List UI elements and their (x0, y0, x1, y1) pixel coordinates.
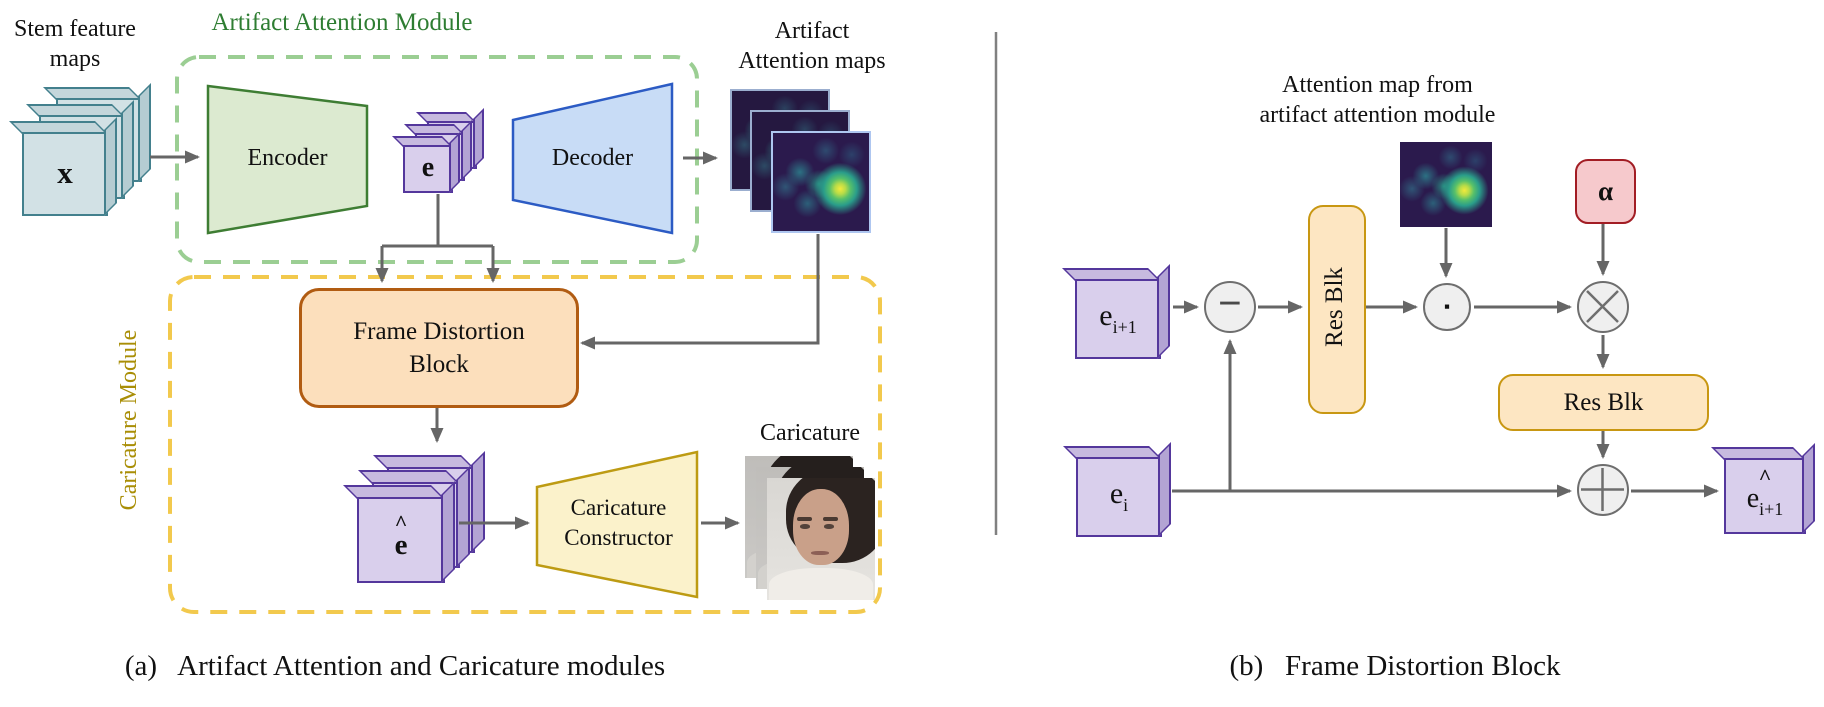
elementwise-product-operator: ▪ (1423, 283, 1471, 331)
e-next-label: ei+1 (1099, 298, 1137, 337)
embedding-symbol: e (421, 152, 435, 183)
frame-distortion-block: Frame Distortion Block (299, 288, 579, 408)
e-next-box (1075, 277, 1161, 359)
e-output-label: ^ei+1 (1746, 463, 1784, 519)
attention-note-label: Attention map from artifact attention mo… (1259, 72, 1496, 128)
encoder-label: Encoder (247, 144, 328, 171)
caricature-face-image (767, 478, 875, 600)
caricature-module-title: Caricature Module (115, 329, 142, 511)
feature-map-layer (403, 143, 453, 193)
caricature-constructor-label: Caricature Constructor (564, 495, 673, 550)
res-blk-vertical-label: Res Blk (1321, 267, 1348, 347)
decoder-shape (511, 82, 674, 235)
embedding-hat-symbol: ^e (394, 509, 408, 561)
e-current-label: ei (1109, 476, 1129, 515)
attention-map-layer (771, 131, 871, 233)
res-blk-vertical (1308, 205, 1366, 414)
encoder-shape (206, 84, 369, 235)
caricature-module-box (168, 275, 882, 614)
elementwise-product-icon: ▪ (1443, 297, 1451, 316)
arrow-maps-to-fdb (580, 234, 820, 350)
caption-panel-a: (a) Artifact Attention and Caricature mo… (124, 650, 666, 682)
attention-map-thumbnail (1400, 142, 1492, 227)
feature-map-layer (357, 495, 445, 583)
add-operator (1577, 464, 1629, 516)
e-current-box (1076, 455, 1162, 537)
caricature-constructor-shape (535, 450, 699, 599)
feature-map-layer (22, 130, 108, 216)
alpha-parameter-box: α (1575, 159, 1636, 224)
artifact-attention-module-title: Artifact Attention Module (211, 9, 473, 36)
line-embedding-split (382, 194, 493, 248)
add-icon (1581, 468, 1624, 511)
res-blk-horizontal: Res Blk (1498, 374, 1709, 431)
caricature-label: Caricature (760, 420, 860, 446)
multiply-operator (1577, 281, 1629, 333)
artifact-attention-maps-label: Artifact Attention maps (738, 18, 886, 74)
decoder-label: Decoder (551, 144, 634, 171)
subtract-operator: − (1204, 281, 1256, 333)
stem-feature-maps-label: Stem feature maps (14, 16, 136, 72)
stem-tensor-symbol: x (57, 155, 73, 190)
caption-panel-b: (b) Frame Distortion Block (1229, 650, 1561, 682)
e-output-box (1724, 456, 1806, 534)
multiply-icon (1586, 290, 1619, 323)
